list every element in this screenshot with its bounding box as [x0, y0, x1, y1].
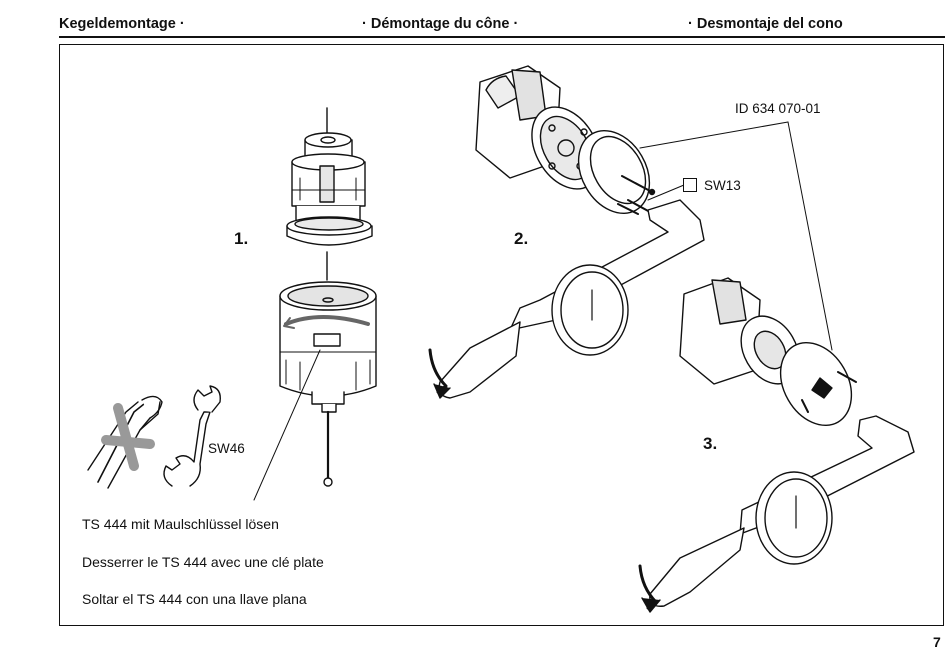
instruction-german: TS 444 mit Maulschlüssel lösen [82, 516, 279, 532]
instruction-french: Desserrer le TS 444 avec une clé plate [82, 554, 324, 570]
wrench-size-box [683, 178, 697, 192]
part-id-label: ID 634 070-01 [735, 101, 821, 116]
wrench-size-sw13: SW13 [704, 178, 741, 193]
step-number-3: 3. [703, 434, 717, 454]
step-number-2: 2. [514, 229, 528, 249]
cone-assembly-drawing [254, 108, 376, 500]
instruction-spanish: Soltar el TS 444 con una llave plana [82, 591, 307, 607]
wrench-size-sw46: SW46 [208, 441, 245, 456]
step-number-1: 1. [234, 229, 248, 249]
open-end-wrench [164, 386, 220, 486]
page-number: 7 [933, 634, 941, 650]
step2-drawing [430, 66, 704, 398]
step3-drawing [640, 278, 914, 612]
pliers-crossed-out [88, 396, 162, 488]
